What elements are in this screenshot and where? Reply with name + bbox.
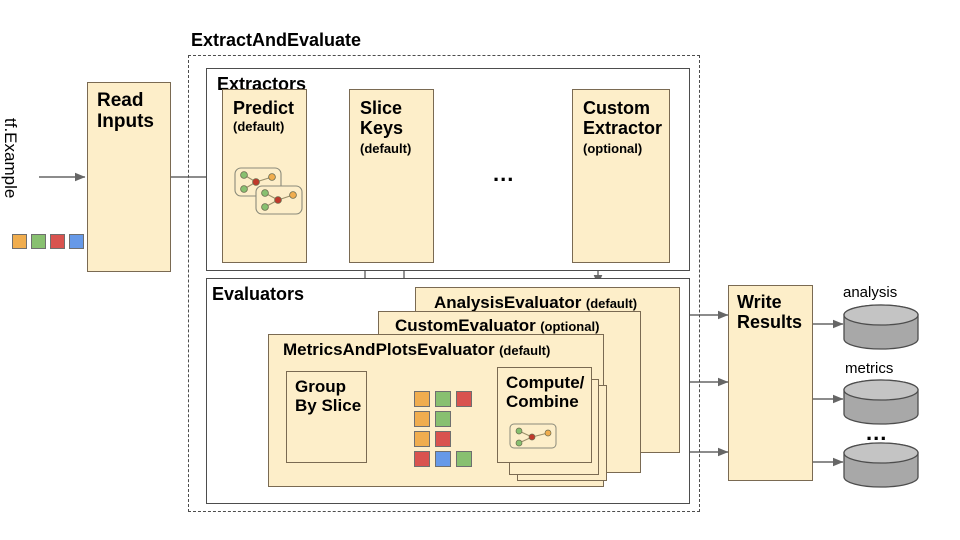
swatch (31, 234, 46, 249)
compute-combine-box[interactable]: Compute/ Combine (497, 367, 592, 463)
swatch (12, 234, 27, 249)
extractor-custom-box[interactable]: Custom Extractor (optional) (572, 89, 670, 263)
evaluator-metrics-title: MetricsAndPlotsEvaluator (default) (283, 340, 550, 360)
input-swatches (12, 234, 84, 249)
extractor-slice-keys-name: Slice Keys (360, 98, 404, 139)
write-results-label: Write Results (737, 292, 803, 333)
slice-swatch (435, 451, 451, 467)
evaluator-custom-qualifier: (optional) (540, 319, 600, 334)
swatch (50, 234, 65, 249)
output-metrics-cylinder (843, 379, 919, 425)
slice-swatch (435, 411, 451, 427)
group-by-slice-label: Group By Slice (295, 377, 362, 416)
output-ellipsis: ... (866, 420, 888, 445)
slice-swatch (456, 391, 472, 407)
output-analysis-cylinder (843, 304, 919, 350)
evaluator-custom-name: CustomEvaluator (395, 316, 536, 335)
model-graph-icon (234, 167, 303, 215)
extract-and-evaluate-title: ExtractAndEvaluate (191, 30, 362, 50)
slice-swatch (435, 391, 451, 407)
extract-and-evaluate-container (188, 55, 700, 512)
extractor-custom-name: Custom Extractor (583, 98, 663, 139)
slice-swatch (414, 451, 430, 467)
slice-swatch (435, 431, 451, 447)
evaluator-metrics-name: MetricsAndPlotsEvaluator (283, 340, 495, 359)
evaluator-analysis-name: AnalysisEvaluator (434, 293, 582, 312)
extractor-ellipsis: ... (493, 161, 515, 186)
extractor-slice-keys-qualifier: (default) (360, 141, 412, 156)
evaluator-metrics-box[interactable]: MetricsAndPlotsEvaluator (default) Group… (268, 334, 607, 487)
extractor-predict-name: Predict (233, 98, 295, 118)
output-metrics-label: metrics (845, 360, 894, 377)
slice-swatch (456, 451, 472, 467)
slice-swatch (414, 431, 430, 447)
input-label: tf.Example (1, 118, 20, 199)
evaluators-label: Evaluators (212, 284, 305, 304)
extractor-custom-qualifier: (optional) (583, 141, 643, 156)
write-results-box[interactable]: Write Results (728, 285, 813, 481)
read-inputs-label: Read Inputs (97, 90, 154, 133)
extractor-predict-qualifier: (default) (233, 119, 285, 134)
group-by-slice-box[interactable]: Group By Slice (286, 371, 367, 463)
model-graph-small-icon (509, 423, 557, 449)
slice-swatch (414, 411, 430, 427)
compute-combine-label: Compute/ Combine (506, 373, 585, 412)
output-other-cylinder (843, 442, 919, 488)
evaluator-analysis-title: AnalysisEvaluator (default) (434, 293, 637, 313)
evaluator-custom-title: CustomEvaluator (optional) (395, 316, 599, 336)
extractor-predict-box[interactable]: Predict (default) (222, 89, 307, 263)
extractor-slice-keys-box[interactable]: Slice Keys (default) (349, 89, 434, 263)
read-inputs-box[interactable]: Read Inputs (87, 82, 171, 272)
swatch (69, 234, 84, 249)
slice-groups (414, 391, 494, 467)
evaluator-metrics-qualifier: (default) (499, 343, 551, 358)
slice-swatch (414, 391, 430, 407)
output-analysis-label: analysis (843, 284, 898, 301)
evaluator-analysis-qualifier: (default) (585, 296, 638, 311)
